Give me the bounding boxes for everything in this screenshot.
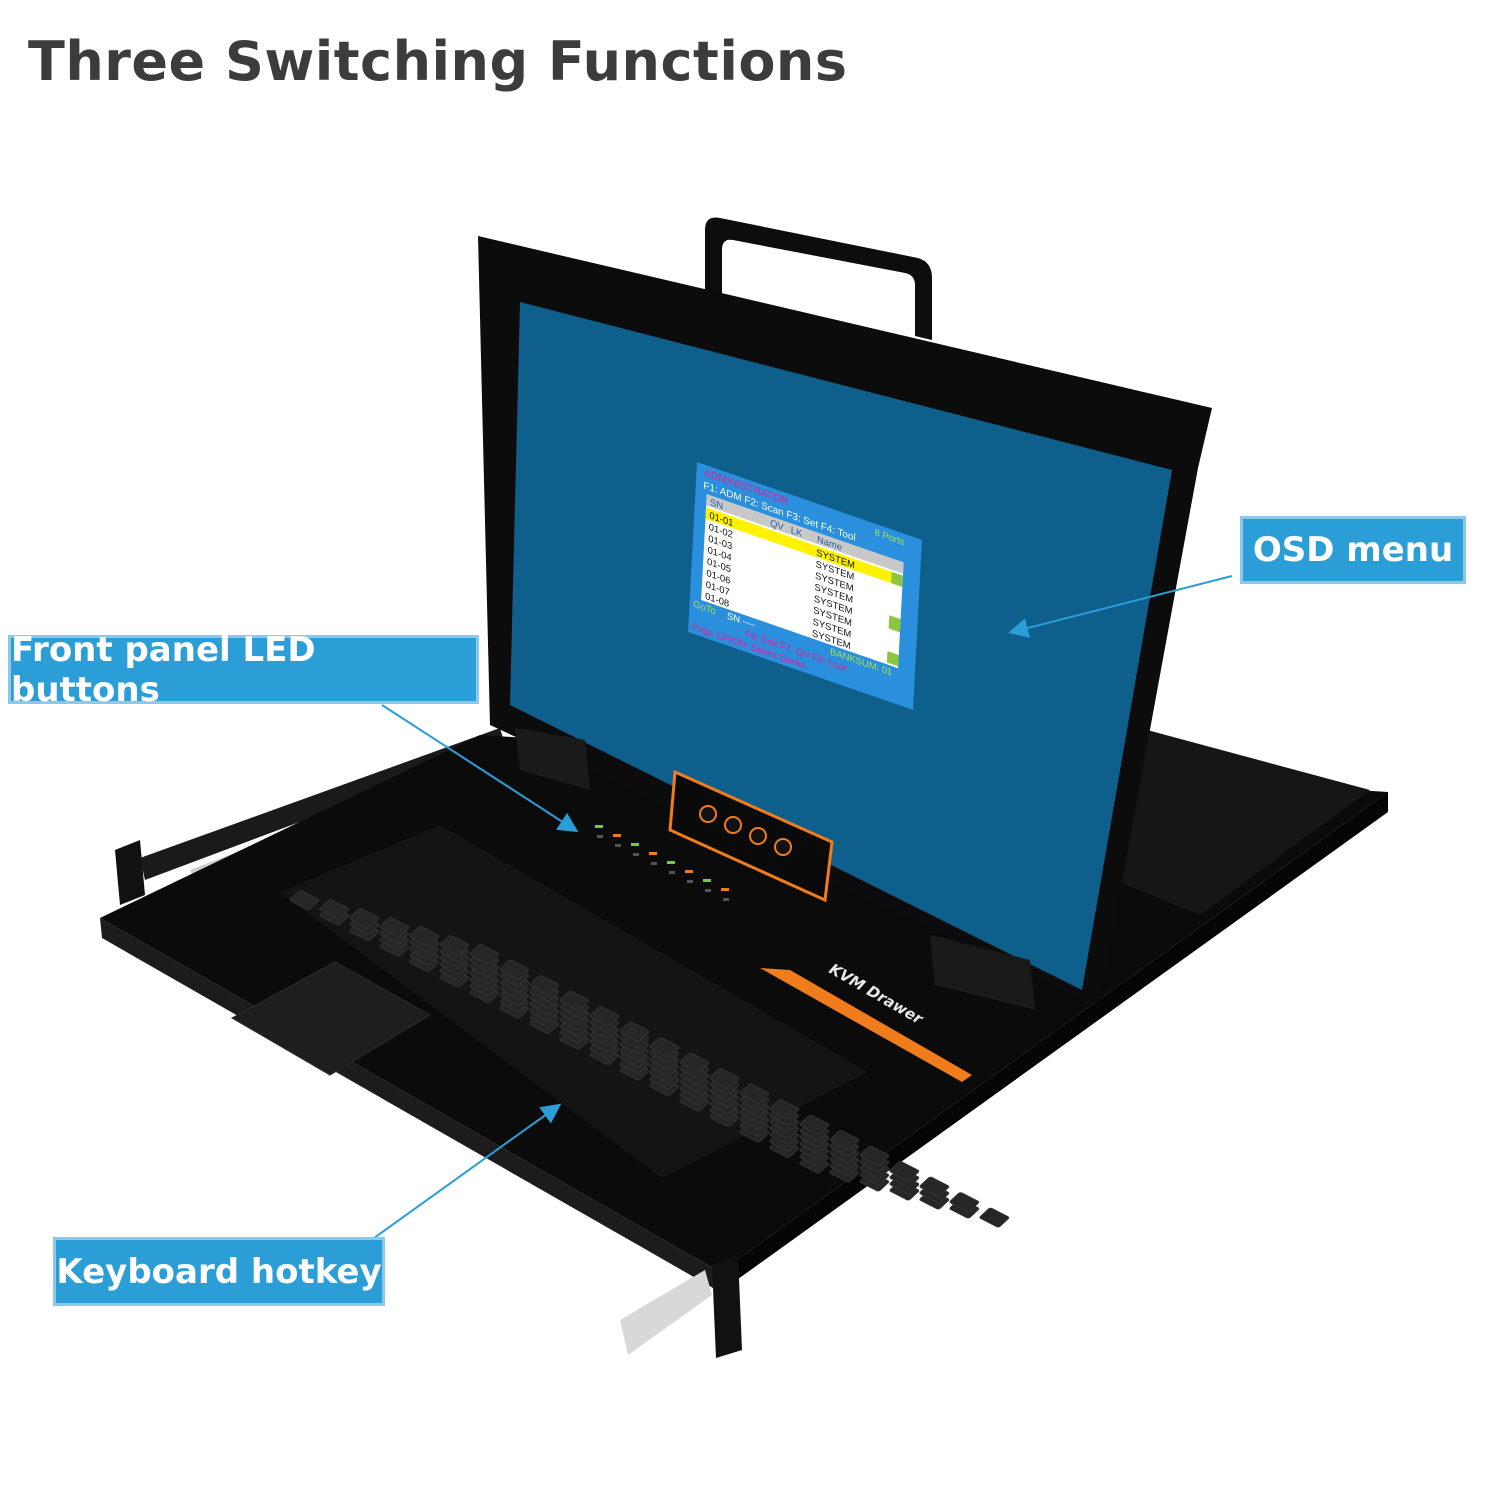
keyboard-key[interactable] [949, 1192, 980, 1212]
keyboard-key[interactable] [829, 1130, 860, 1150]
keyboard-key[interactable] [379, 917, 410, 937]
led-button[interactable] [597, 835, 603, 838]
osd-col-lk: LK [790, 525, 803, 540]
keyboard-key[interactable] [799, 1114, 830, 1135]
led-indicator [721, 888, 729, 891]
led-button[interactable] [723, 898, 729, 901]
keyboard-key[interactable] [289, 890, 320, 910]
right-rack-ear [712, 1255, 742, 1358]
osd-row-highlight [705, 507, 892, 584]
keyboard-key[interactable] [739, 1083, 770, 1104]
monitor-hinge-left [515, 728, 590, 790]
keyboard-key[interactable] [859, 1145, 890, 1166]
led-indicator [667, 861, 675, 864]
led-button[interactable] [651, 862, 657, 865]
led-button[interactable] [705, 889, 711, 892]
monitor-hinge-right [930, 935, 1035, 1010]
keyboard-key[interactable] [439, 935, 470, 955]
osd-menu-callout: OSD menu [1240, 516, 1466, 584]
osd-menu: ADMINISTRATOR F1: ADM F2: Scan F3: Set F… [687, 462, 923, 710]
osd-panel-button[interactable] [749, 827, 767, 845]
keyboard-key[interactable] [319, 899, 350, 919]
keyboard-key[interactable] [469, 944, 500, 964]
keyboard-key[interactable] [559, 990, 590, 1011]
front-panel-led-callout: Front panel LED buttons [8, 630, 479, 710]
keyboard-key[interactable] [589, 1006, 620, 1026]
led-indicator [613, 834, 621, 837]
drawer-back-plate [1090, 720, 1370, 915]
left-rack-ear [115, 840, 145, 905]
keyboard-key[interactable] [619, 1021, 650, 1042]
led-indicator [649, 852, 657, 855]
keyboard-key[interactable] [709, 1068, 740, 1088]
led-callout-arrow [381, 704, 579, 833]
right-rail-slide [620, 1270, 712, 1355]
led-button[interactable] [669, 871, 675, 874]
osd-scroll-thumb[interactable] [888, 615, 901, 633]
page-title: Three Switching Functions [28, 30, 848, 93]
osd-port-list: 01-01SYSTEM01-02SYSTEM01-03SYSTEM01-04SY… [705, 507, 892, 652]
left-rail [140, 728, 505, 880]
led-indicator [703, 879, 711, 882]
keyboard-key[interactable] [769, 1099, 800, 1119]
osd-scroll-down[interactable] [886, 651, 899, 667]
osd-col-sn: SN [710, 497, 724, 512]
osd-col-qv: QV [770, 518, 785, 534]
keyboard-key[interactable] [979, 1207, 1010, 1228]
led-indicator [631, 843, 639, 846]
osd-scroll-up[interactable] [891, 571, 903, 588]
osd-callout-arrow [1008, 575, 1233, 638]
keyboard-key[interactable] [349, 908, 380, 928]
led-indicator [685, 870, 693, 873]
osd-panel-button[interactable] [724, 816, 742, 834]
monitor-handle[interactable] [705, 217, 932, 341]
osd-control-buttons[interactable] [699, 805, 792, 856]
led-button[interactable] [687, 880, 693, 883]
keyboard-keys [289, 890, 1010, 1228]
keyboard-key[interactable] [889, 1161, 920, 1181]
front-panel-led-buttons[interactable] [595, 825, 729, 901]
led-indicator [595, 825, 603, 828]
led-button[interactable] [633, 853, 639, 856]
hotkey-callout-arrow [373, 1103, 562, 1239]
led-button[interactable] [615, 844, 621, 847]
keyboard-key[interactable] [679, 1052, 710, 1073]
keyboard-key[interactable] [919, 1176, 950, 1197]
osd-panel-button[interactable] [699, 805, 717, 823]
keyboard-key[interactable] [649, 1037, 680, 1057]
keyboard-key[interactable] [499, 959, 530, 980]
keyboard-key[interactable] [529, 975, 560, 995]
osd-panel-button[interactable] [774, 838, 792, 856]
keyboard-key[interactable] [409, 926, 440, 946]
orange-accent-stripe [760, 968, 972, 1082]
touchpad[interactable] [230, 961, 431, 1076]
keyboard-hotkey-callout: Keyboard hotkey [53, 1237, 385, 1306]
